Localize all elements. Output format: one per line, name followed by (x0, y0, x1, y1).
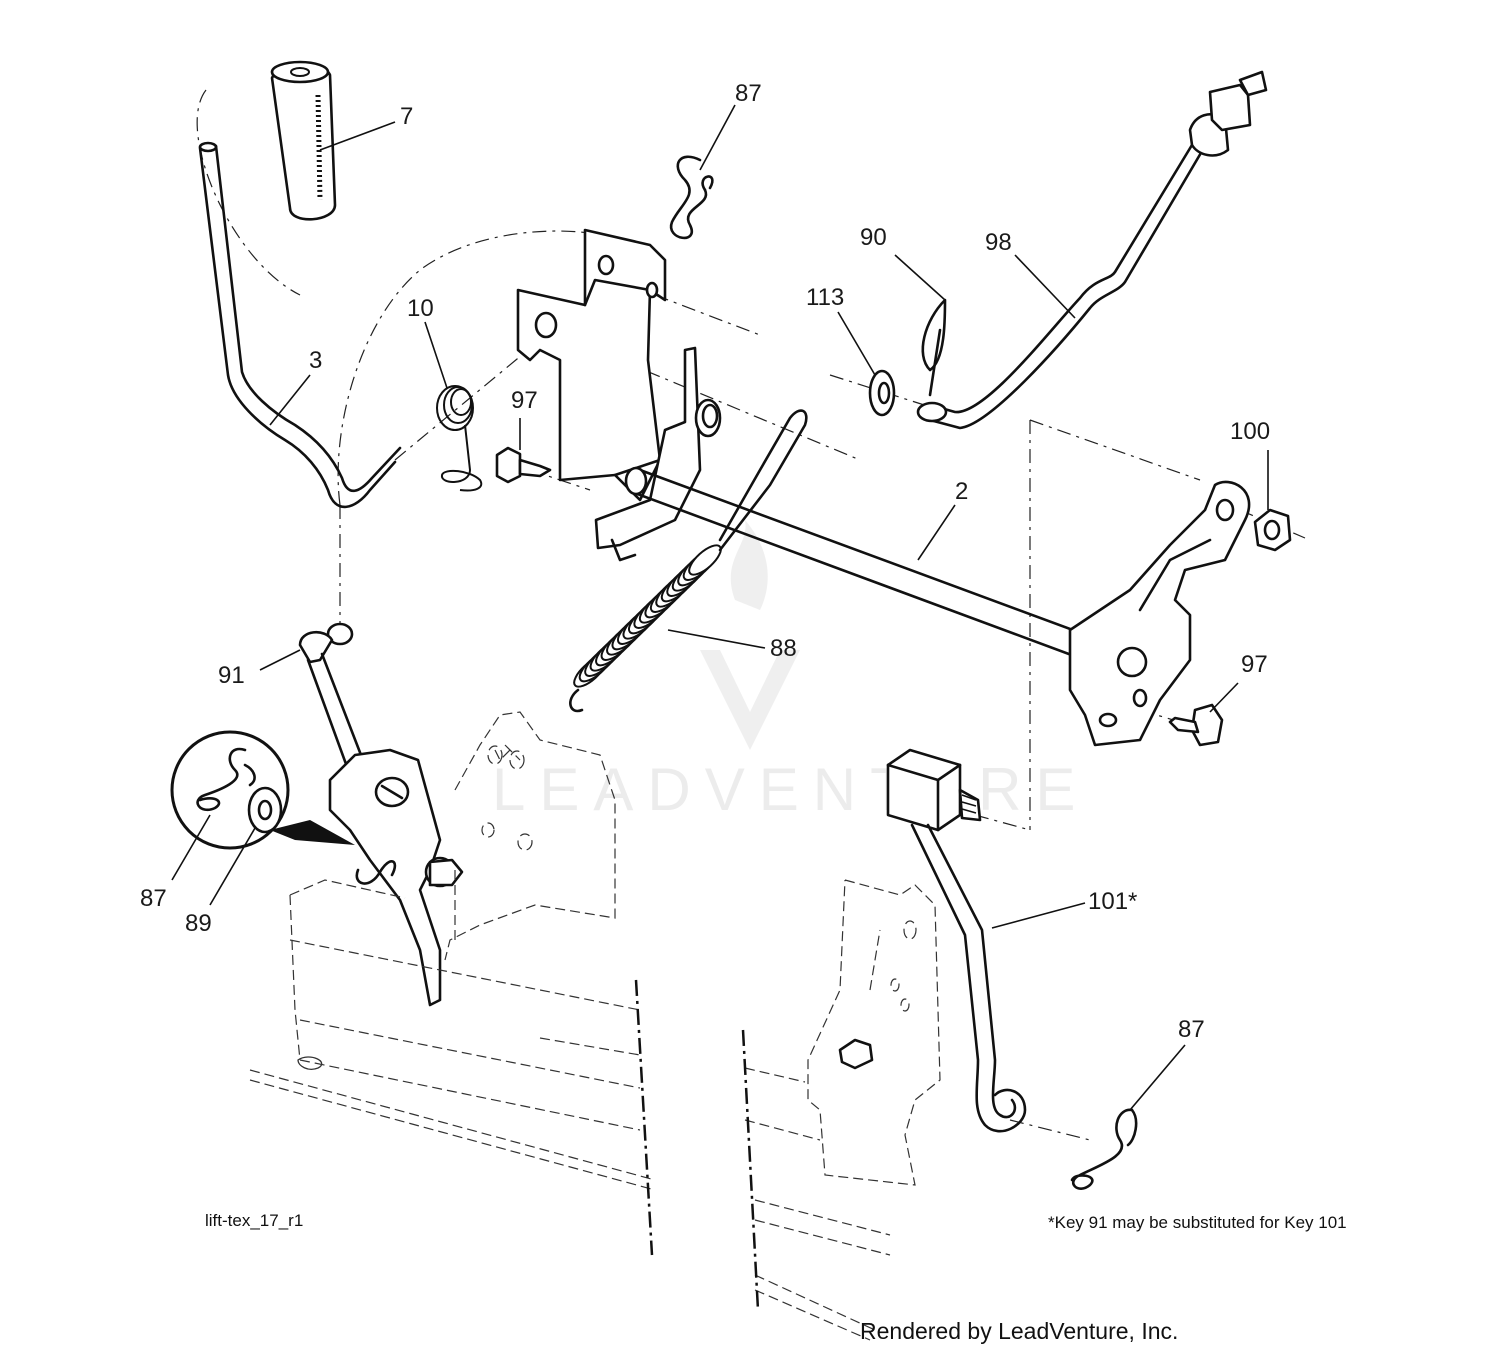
callout-97-upper: 97 (511, 387, 538, 414)
hairpin-clip-part-top (669, 155, 714, 240)
callout-2: 2 (955, 478, 968, 505)
handle-grip-part (270, 60, 337, 221)
callout-7: 7 (400, 103, 413, 130)
hex-nut-part (1253, 508, 1292, 552)
callout-98: 98 (985, 229, 1012, 256)
mower-deck-outline-left (249, 711, 656, 1256)
shoulder-bolt-part-lower (1168, 703, 1224, 747)
deck-bracket-left-part (328, 748, 464, 1007)
hairpin-clip-part-bottom (1070, 1108, 1138, 1190)
callout-89: 89 (185, 910, 212, 937)
callout-100: 100 (1230, 418, 1270, 445)
rendered-by-credit: Rendered by LeadVenture, Inc. (860, 1318, 1178, 1344)
callout-101: 101* (1088, 888, 1137, 915)
callout-3: 3 (309, 347, 322, 374)
callout-97-lower: 97 (1241, 651, 1268, 678)
footnote: *Key 91 may be substituted for Key 101 (1048, 1213, 1347, 1232)
callout-88: 88 (770, 635, 797, 662)
callout-87-top: 87 (735, 80, 762, 107)
callout-113: 113 (806, 284, 844, 311)
callout-10: 10 (407, 295, 434, 322)
cotter-pin-part (921, 298, 947, 397)
right-bell-crank-part (1068, 480, 1251, 747)
callout-87-bottom: 87 (1178, 1016, 1205, 1043)
shoulder-bolt-part-upper (495, 446, 552, 484)
detail-inset (170, 730, 355, 850)
extension-spring-part (569, 409, 808, 713)
callout-91: 91 (218, 662, 245, 689)
watermark-text: LEADVENTURE (492, 756, 1089, 823)
lift-link-rod-part (916, 70, 1268, 430)
mower-deck-outline-right (741, 879, 941, 1341)
drawing-id: lift-tex_17_r1 (205, 1211, 303, 1230)
lift-link-part-right (886, 748, 1027, 1133)
flat-washer-part (868, 369, 896, 417)
torsion-spring-part (436, 385, 483, 492)
main-bracket-part (516, 228, 722, 562)
callout-labels: 7 87 90 98 113 10 3 97 100 2 88 97 91 87… (140, 80, 1270, 1043)
leader-lines (171, 104, 1269, 1111)
callout-90: 90 (860, 224, 887, 251)
lift-handle-rod-part (198, 141, 402, 509)
callout-87-detail: 87 (140, 885, 167, 912)
